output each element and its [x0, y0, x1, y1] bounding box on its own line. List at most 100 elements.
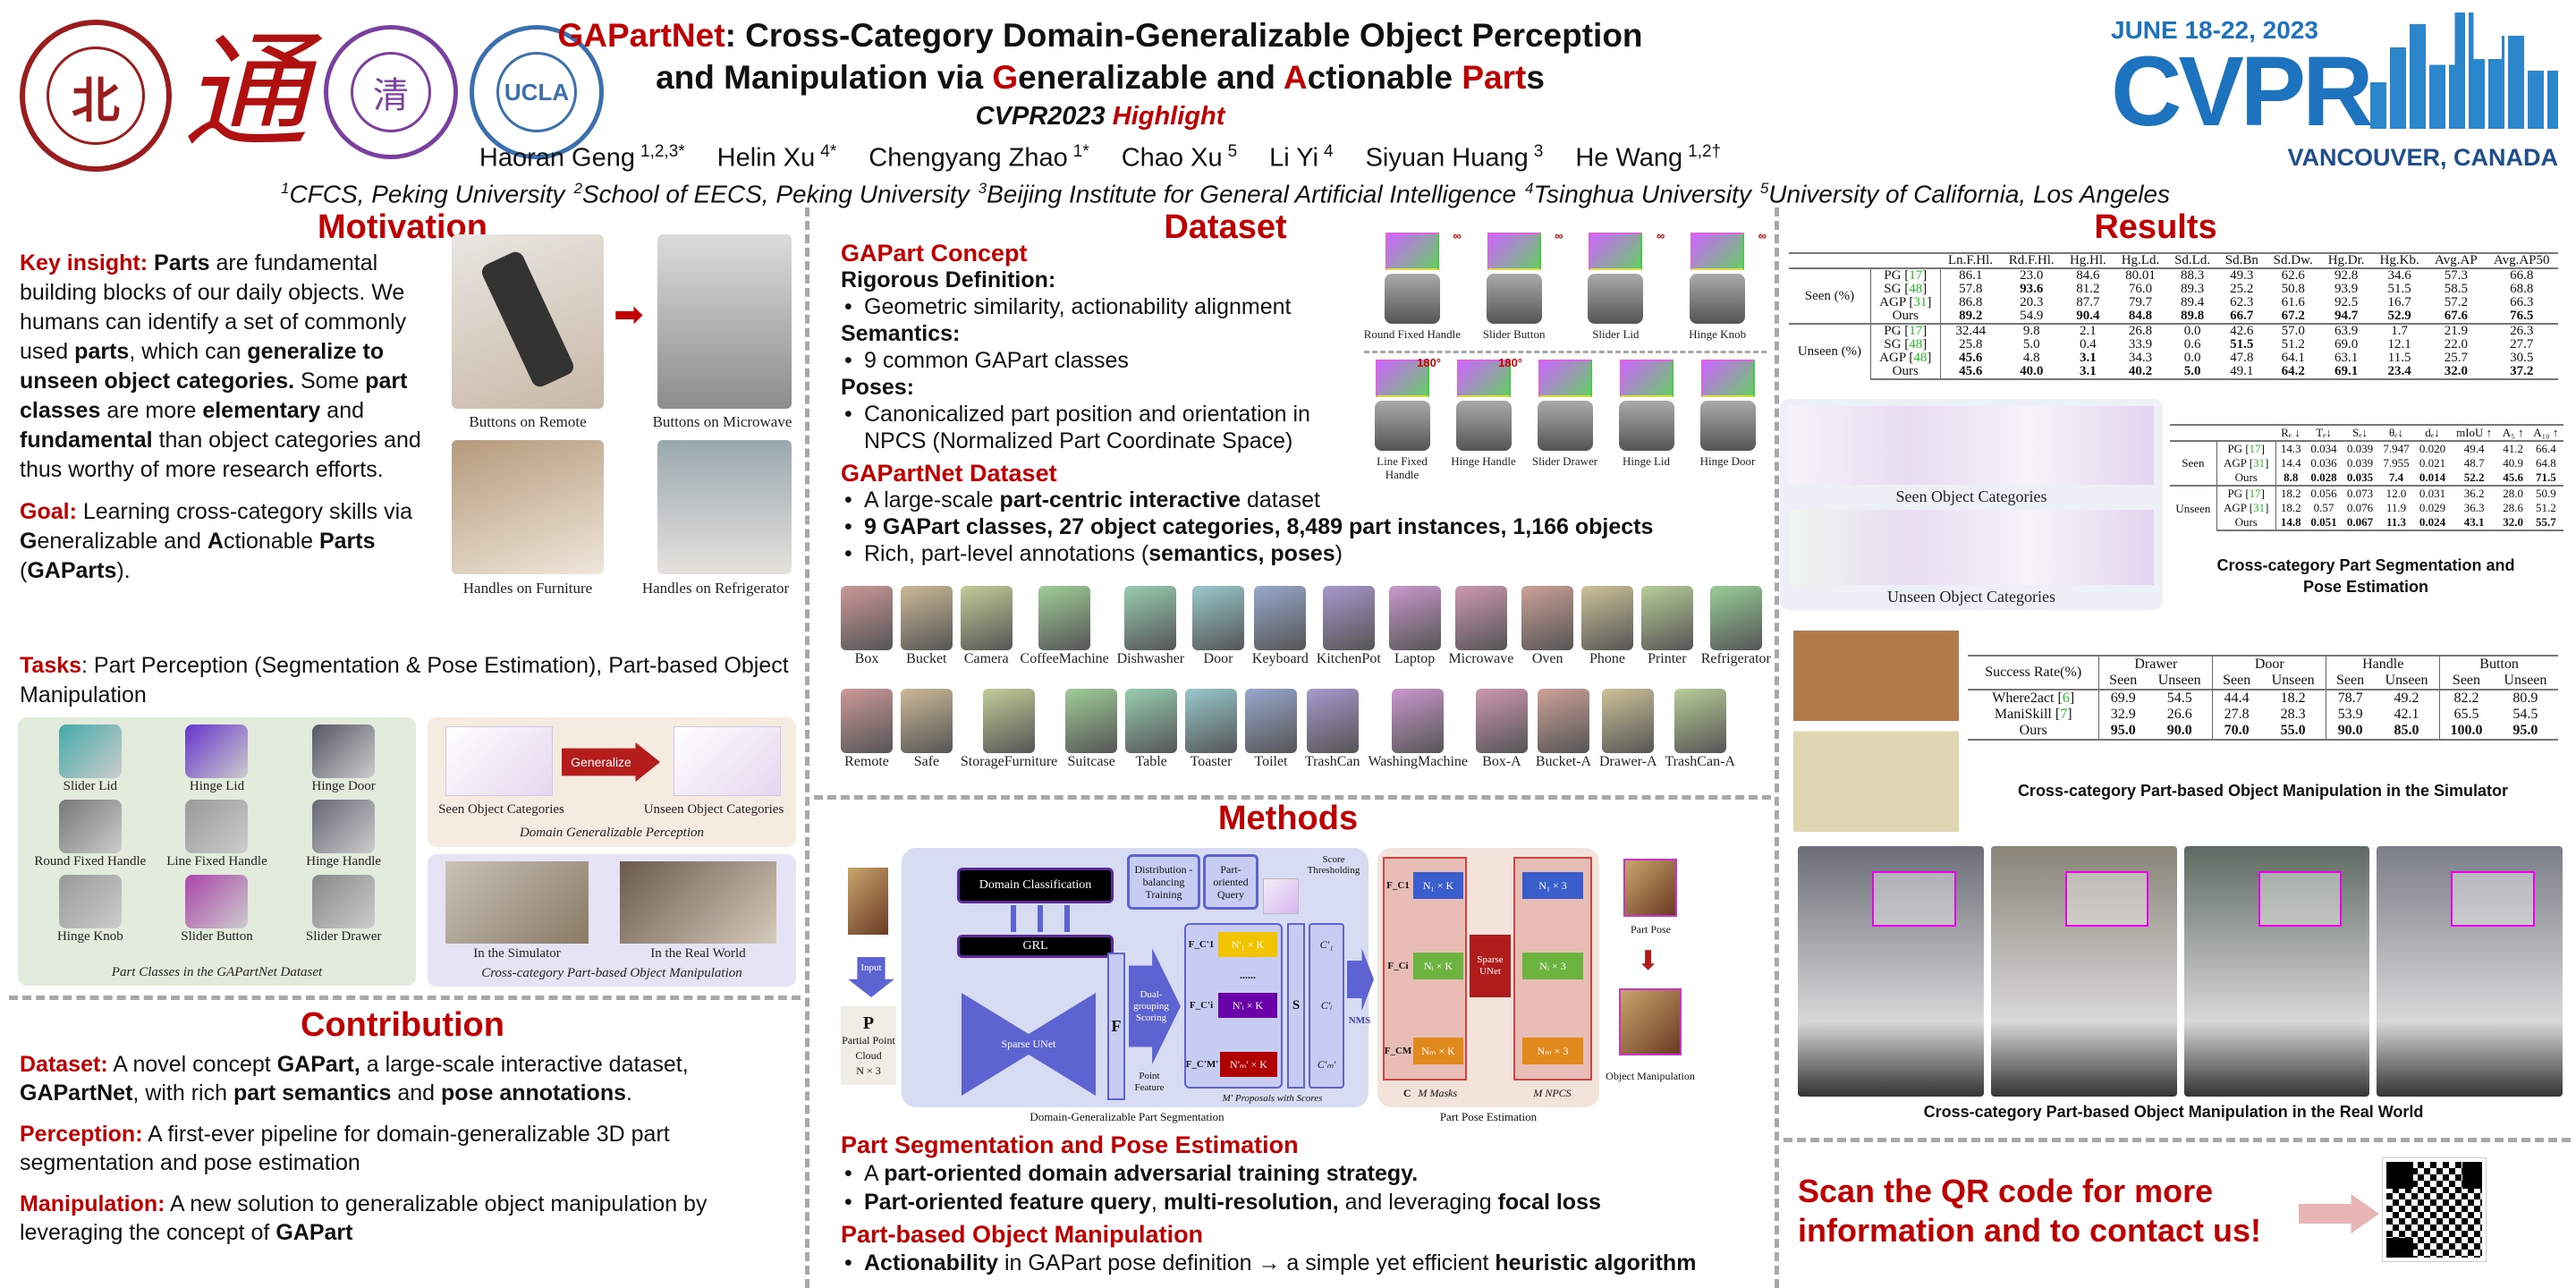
table-cell: 20.3: [2020, 295, 2044, 309]
table-cell: 4.8: [2022, 351, 2040, 365]
table-cell: 55.7: [2528, 515, 2563, 531]
npcs-cube: [1538, 360, 1592, 397]
table-cell: 85.0: [2373, 723, 2441, 741]
object-label: Keyboard: [1251, 651, 1309, 666]
p-symbol: P: [862, 1013, 875, 1033]
table-cell: 0.036: [2310, 456, 2337, 470]
table-cell: 57.2: [2444, 295, 2468, 309]
table-cell: 28.3: [2259, 707, 2327, 723]
text-segment: , which can: [129, 339, 248, 364]
object-label: Dishwasher: [1116, 651, 1185, 666]
table-cell: 63.1: [2334, 351, 2359, 365]
method-name: AGP [31]: [2216, 456, 2276, 470]
symmetry-label: ∞: [1555, 229, 1563, 242]
real-caption: Cross-category Part-based Object Manipul…: [1923, 1103, 2424, 1121]
table-cell: 27.8: [2224, 707, 2250, 722]
object-image: [1185, 689, 1238, 753]
part-class-image: [312, 875, 376, 928]
column-header: Hg.Hl.: [2062, 252, 2114, 268]
method-name: SG [48]: [1870, 338, 1941, 352]
mask-feature-1: F_C1: [1385, 872, 1411, 899]
method-name: Ours: [2216, 515, 2276, 531]
npcs-cube: [1456, 360, 1511, 397]
object-label: Door: [1203, 651, 1233, 666]
part-class-image: [58, 875, 122, 928]
domain-classification-box: Domain Classification: [957, 868, 1114, 903]
real-world-photo: [1990, 846, 2177, 1097]
group-header: Button: [2439, 655, 2558, 673]
table-cell: 12.0: [2377, 485, 2415, 501]
image-handles-on-furniture: [452, 440, 604, 574]
npcs-i: Nᵢ × 3: [1522, 953, 1583, 979]
npcs-m: Nₘ × 3: [1522, 1038, 1583, 1064]
part-example-label: Hinge Handle: [1451, 454, 1516, 468]
sub-header: Seen: [2223, 673, 2251, 688]
author-affiliation-marker: 3: [1533, 142, 1544, 161]
table-cell: 44.4: [2212, 689, 2260, 707]
pose-caption: Cross-category Part Segmentation and Pos…: [2216, 556, 2515, 596]
table-cell: 47.8: [2230, 351, 2254, 365]
part-example-label: Slider Button: [1482, 327, 1546, 341]
table-cell: 0.056: [2305, 485, 2343, 501]
table-cell: 25.2: [2230, 282, 2254, 296]
bullet-item: Part-oriented feature query, multi-resol…: [841, 1188, 1771, 1216]
table-cell: 18.2: [2280, 501, 2301, 514]
table-cell: 9.8: [2000, 323, 2063, 338]
column-header: [2170, 424, 2217, 441]
method-name: Ours: [2216, 470, 2276, 486]
text-segment: generalize to unseen object categories.: [20, 339, 385, 394]
dots-label: ......: [1240, 968, 1256, 981]
table-cell: 82.2: [2439, 689, 2493, 707]
part-class-image: [185, 724, 249, 778]
affiliation-marker: 4: [1525, 180, 1534, 197]
column-header: [1870, 252, 1941, 268]
proposals-caption: M' Proposals with Scores: [1199, 1090, 1346, 1106]
object-render: [1588, 274, 1644, 324]
text-segment: part-oriented domain adversarial trainin…: [884, 1161, 1419, 1186]
pose-caption: Part Pose Estimation: [1408, 1109, 1569, 1125]
object-label: Box: [854, 651, 879, 666]
method-name: Where2act [6]: [1968, 689, 2100, 707]
image-buttons-on-remote: [452, 234, 604, 409]
text-segment: Tasks: [20, 653, 82, 678]
text-segment: multi-resolution,: [1163, 1190, 1339, 1215]
object-image: [900, 586, 953, 650]
table-cell: 7.955: [2383, 456, 2410, 470]
section-divider-left: [9, 996, 801, 1000]
citation-number: 48: [1909, 282, 1923, 296]
object-image: [1640, 586, 1693, 650]
table-cell: 49.1: [2217, 365, 2267, 380]
part-class-label: Slider Drawer: [305, 929, 382, 944]
method-name: PG [17]: [2216, 440, 2276, 456]
text-segment: GAParts: [27, 558, 117, 583]
feature-f-box: F: [1107, 953, 1125, 1100]
seen-unseen-panel: Seen Object Categories Unseen Object Cat…: [1780, 399, 2163, 610]
object-label: Drawer-A: [1598, 754, 1657, 769]
column-header: Hg.Kb.: [2371, 252, 2428, 268]
dual-label: Dual- grouping Scoring: [1133, 988, 1169, 1023]
table-cell: 11.9: [2385, 501, 2407, 514]
table-cell: 81.2: [2076, 282, 2100, 296]
text-segment: GAPart: [275, 1220, 353, 1245]
object-label: StorageFurniture: [960, 754, 1058, 769]
text-segment: Manipulation:: [20, 1191, 165, 1216]
section-divider-middle: [814, 795, 1771, 800]
table-cell: 93.9: [2334, 282, 2359, 296]
part-example-label: Slider Drawer: [1531, 454, 1598, 468]
part-class-item: Slider Button: [154, 875, 281, 945]
citation-number: 31: [2253, 501, 2266, 514]
caption-handles-on-refrigerator: Handles on Refrigerator: [641, 580, 790, 597]
method-name: Ours: [1870, 365, 1941, 380]
table-cell: 42.1: [2373, 707, 2441, 723]
author-affiliation-marker: 4: [1323, 142, 1334, 161]
table-cell: 80.9: [2492, 689, 2558, 707]
text-segment: ctionable: [1307, 59, 1462, 96]
qr-code[interactable]: [2382, 1157, 2487, 1262]
poses-heading: Poses:: [841, 375, 914, 400]
part-class-item: Line Fixed Handle: [154, 800, 281, 869]
